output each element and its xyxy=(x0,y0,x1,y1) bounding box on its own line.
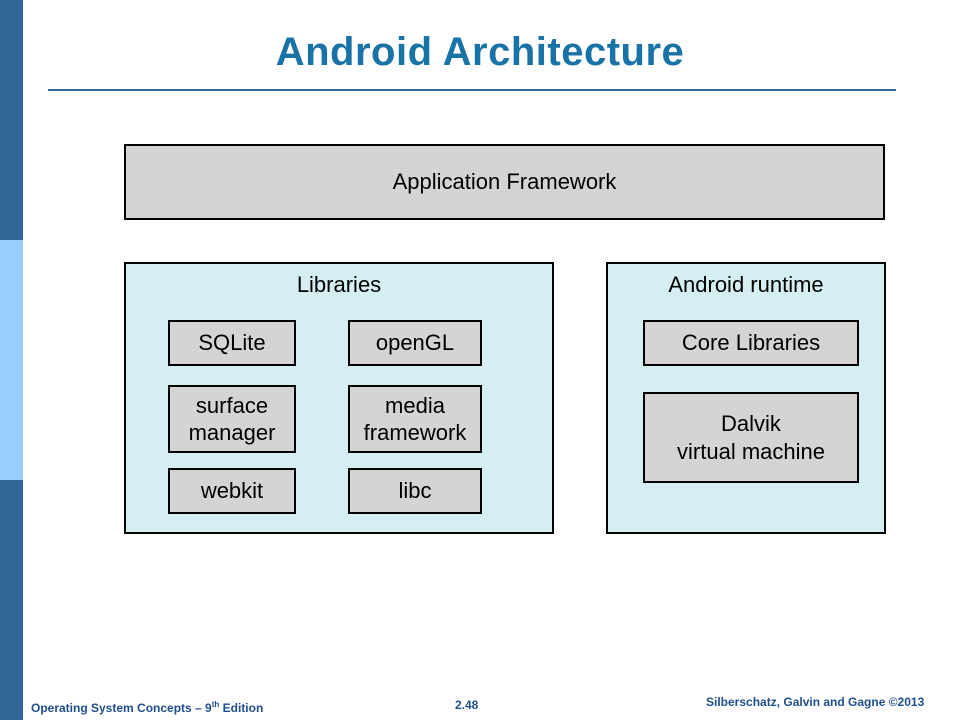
dalvik-vm-box: Dalvik virtual machine xyxy=(643,392,859,483)
libraries-label: Libraries xyxy=(296,272,382,297)
sqlite-box: SQLite xyxy=(168,320,296,366)
opengl-box: openGL xyxy=(348,320,482,366)
media-framework-box: media framework xyxy=(348,385,482,453)
libc-box: libc xyxy=(348,468,482,514)
footer-book-sup: th xyxy=(211,700,220,709)
title-divider xyxy=(48,89,896,91)
footer-book-prefix: Operating System Concepts – 9 xyxy=(31,701,212,715)
webkit-box: webkit xyxy=(168,468,296,514)
sidebar-band-top xyxy=(0,0,23,240)
footer-page-number: 2.48 xyxy=(455,698,479,712)
core-libraries-box: Core Libraries xyxy=(643,320,859,366)
sidebar-band-bottom xyxy=(0,480,23,720)
android-runtime-label: Android runtime xyxy=(668,272,824,297)
slide-title: Android Architecture xyxy=(275,30,685,74)
surface-manager-box: surface manager xyxy=(168,385,296,453)
footer-copyright: Silberschatz, Galvin and Gagne ©2013 xyxy=(706,695,925,709)
application-framework-box: Application Framework xyxy=(124,144,885,220)
footer-book-suffix: Edition xyxy=(219,701,264,715)
footer-book-title: Operating System Concepts – 9th Edition xyxy=(31,700,263,715)
sidebar-band-middle xyxy=(0,240,23,480)
